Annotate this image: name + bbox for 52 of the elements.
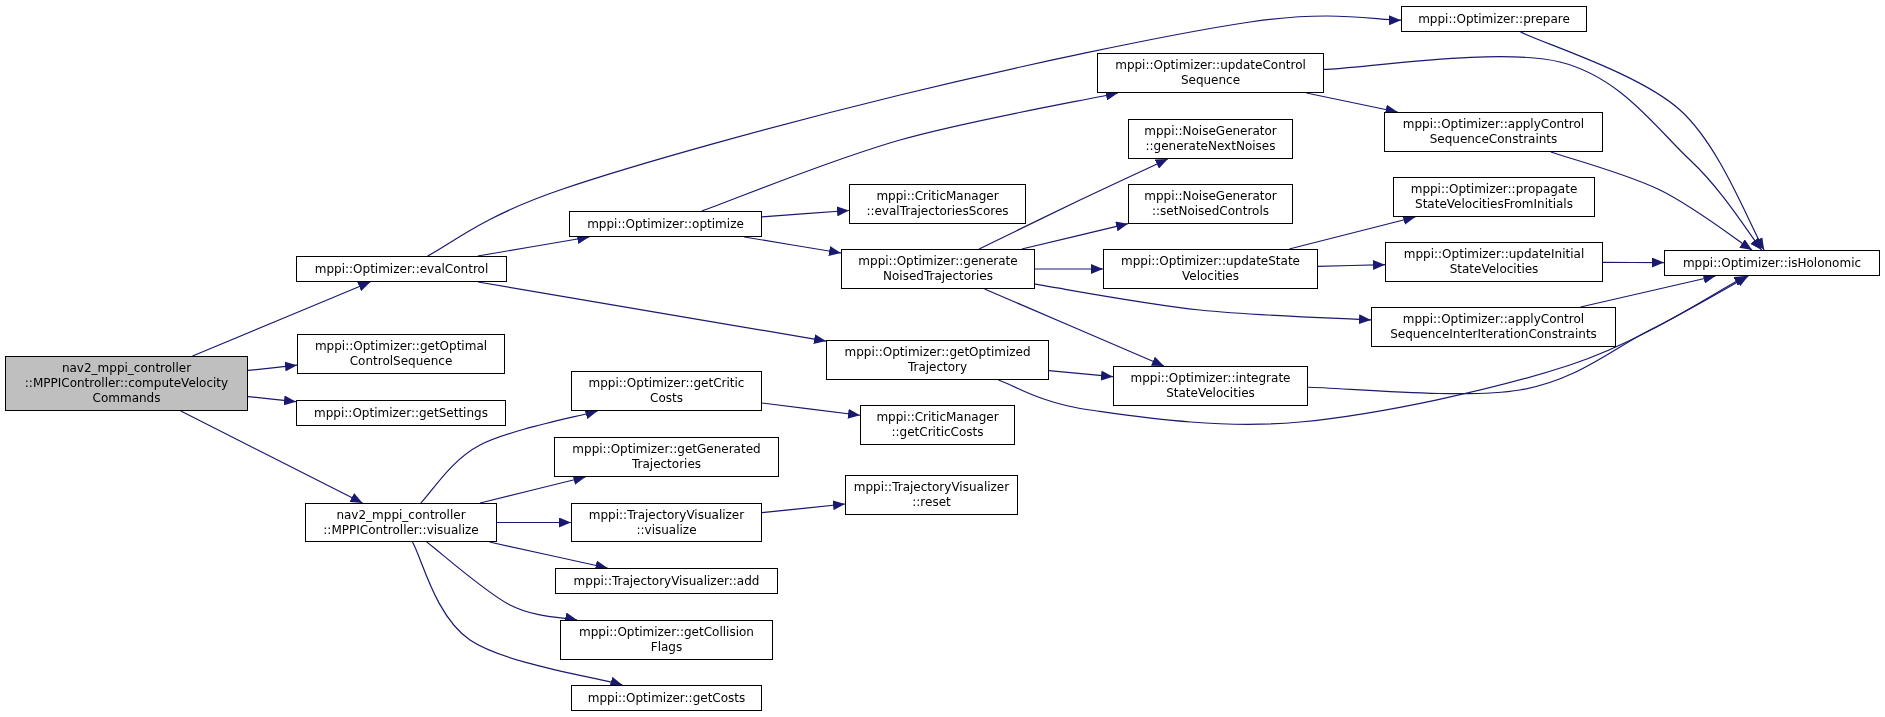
call-arrow [1021, 221, 1129, 250]
function-box: mppi::Optimizer::updateControl Sequence [1097, 53, 1324, 93]
call-arrow [191, 281, 371, 357]
function-box: mppi::Optimizer::generate NoisedTrajectories [841, 249, 1035, 289]
function-box: mppi::TrajectoryVisualizer::add [555, 568, 778, 594]
function-box: mppi::Optimizer::getOptimal ControlSequence [297, 334, 505, 374]
function-box: mppi::TrajectoryVisualizer ::visualize [571, 503, 762, 542]
function-box: mppi::TrajectoryVisualizer ::reset [845, 475, 1018, 515]
call-arrow [247, 395, 297, 406]
call-arrow [420, 409, 599, 504]
function-box: mppi::Optimizer::optimize [569, 211, 762, 237]
function-box: mppi::Optimizer::getGenerated Trajectories [554, 437, 779, 477]
call-arrow [1048, 370, 1114, 381]
function-box: mppi::Optimizer::updateInitial StateVelocities [1385, 242, 1603, 282]
function-box: mppi::Optimizer::getCritic Costs [571, 371, 762, 411]
function-box: mppi::CriticManager ::getCriticCosts [860, 405, 1015, 445]
call-arrow [1288, 215, 1416, 250]
call-arrow [761, 402, 861, 419]
call-arrow [761, 206, 850, 218]
function-box: mppi::Optimizer::applyControl SequenceInterIterationConstraints [1371, 307, 1616, 347]
call-arrow [984, 288, 1165, 367]
call-arrow [1602, 257, 1665, 268]
call-arrow [426, 14, 1402, 257]
function-box: mppi::Optimizer::updateState Velocities [1103, 249, 1318, 289]
function-box: mppi::Optimizer::applyControl SequenceConstraints [1384, 112, 1603, 152]
call-arrow [1034, 264, 1104, 274]
function-box: mppi::Optimizer::integrate StateVelocities [1113, 366, 1308, 406]
call-arrow [180, 410, 364, 504]
call-arrow [1307, 275, 1749, 395]
function-box: mppi::Optimizer::getOptimized Trajectory [826, 340, 1049, 380]
function-box: mppi::NoiseGenerator ::setNoisedControls [1128, 184, 1293, 224]
function-box: nav2_mppi_controller ::MPPIController::computeVelocity Commands [5, 356, 248, 411]
call-arrow [496, 517, 572, 528]
call-arrow [761, 500, 846, 514]
call-arrow [1034, 283, 1372, 325]
function-box: mppi::Optimizer::getCosts [571, 685, 762, 711]
function-box: mppi::Optimizer::getSettings [296, 400, 506, 426]
call-arrow [247, 361, 298, 372]
function-box: mppi::Optimizer::prepare [1401, 6, 1587, 32]
call-arrow [1519, 31, 1765, 251]
function-box: mppi::Optimizer::getCollision Flags [560, 620, 773, 660]
function-box: mppi::Optimizer::propagate StateVelocitiesFromInitials [1393, 177, 1595, 217]
function-box: mppi::Optimizer::isHolonomic [1664, 250, 1880, 276]
call-arrow [978, 158, 1169, 250]
call-arrow [411, 541, 624, 687]
function-box: nav2_mppi_controller ::MPPIController::visualize [305, 503, 497, 542]
call-arrow [1317, 260, 1386, 270]
function-box: mppi::NoiseGenerator ::generateNextNoises [1128, 119, 1293, 159]
call-arrow [1323, 56, 1763, 251]
call-arrow [479, 475, 587, 504]
function-box: mppi::Optimizer::evalControl [296, 256, 507, 282]
function-box: mppi::CriticManager ::evalTrajectoriesScores [849, 184, 1026, 224]
